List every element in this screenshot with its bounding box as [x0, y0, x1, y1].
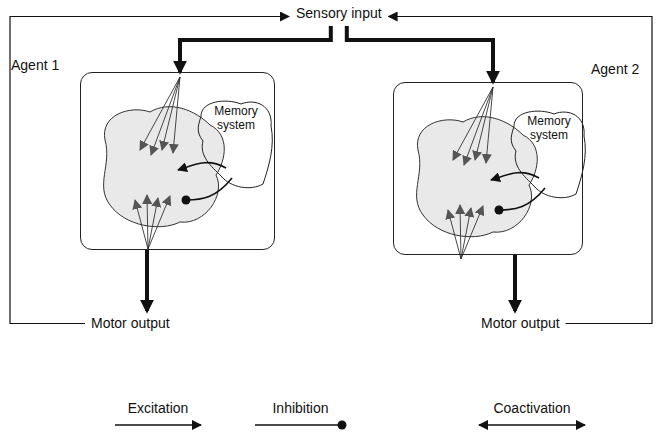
signal-arrow [513, 255, 517, 311]
legend-label: Excitation [113, 400, 203, 417]
memory-label: Memory system [205, 104, 267, 132]
memory-system: Memory system [191, 96, 276, 191]
agent-box: Agent 1Memory system [80, 72, 275, 250]
legend-label: Inhibition [253, 400, 348, 417]
signal-label: Motor output [481, 315, 560, 332]
signal-label: Motor output [91, 315, 170, 332]
output-label: Motor output [89, 313, 172, 334]
memory-label: Memory system [518, 114, 580, 142]
legend-item: Inhibition [253, 400, 348, 433]
agent-label: Agent 2 [591, 61, 639, 78]
legend-item: Excitation [113, 400, 203, 433]
agent-label: Agent 1 [11, 57, 59, 74]
memory-system: Memory system [504, 106, 589, 201]
legend-item: Coactivation [477, 400, 587, 433]
output-label: Motor output [479, 313, 562, 334]
signal-arrow [347, 26, 493, 82]
signal-arrow [180, 26, 331, 72]
legend-sample [113, 417, 203, 433]
agent-box: Agent 2Memory system [393, 82, 583, 255]
legend-sample [477, 417, 587, 433]
legend-label: Coactivation [477, 400, 587, 417]
feedback-line [389, 17, 652, 324]
legend-sample [253, 417, 348, 433]
feedback-line [10, 17, 289, 324]
input-label: Sensory input [294, 3, 384, 24]
signal-arrow [145, 250, 149, 311]
signal-label: Sensory input [296, 5, 382, 22]
